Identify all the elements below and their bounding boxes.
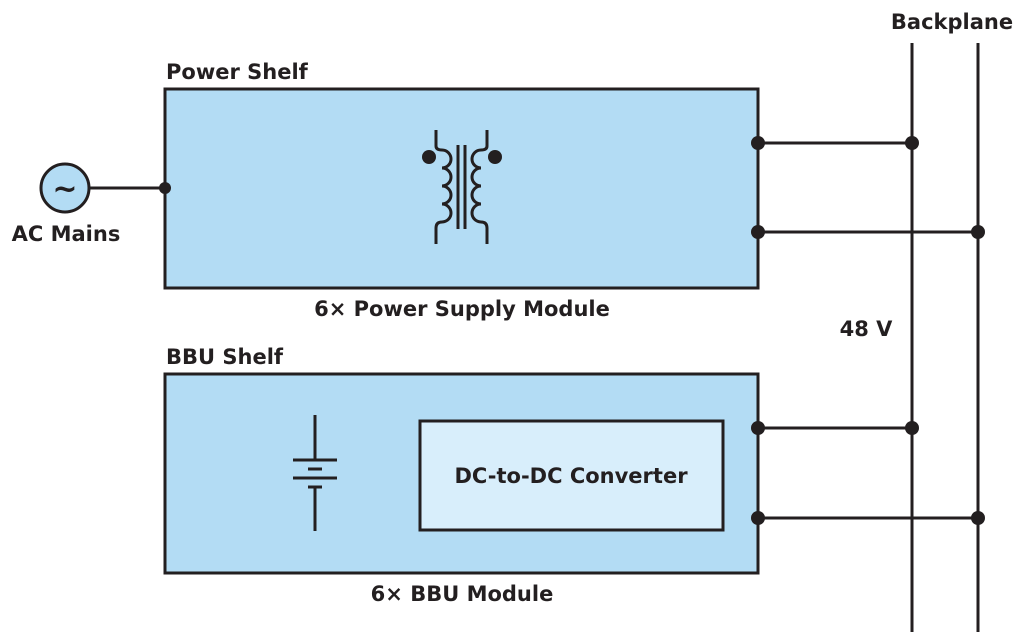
backplane-junction	[971, 225, 985, 239]
voltage-label: 48 V	[840, 317, 894, 341]
backplane-label: Backplane	[891, 10, 1013, 34]
ac-source-icon: ~	[39, 162, 91, 214]
battery-icon	[293, 415, 337, 531]
backplane-junction	[905, 421, 919, 435]
backplane-junction	[971, 511, 985, 525]
power-shelf-label: Power Shelf	[166, 60, 309, 84]
dc-converter-label: DC-to-DC Converter	[454, 464, 688, 488]
backplane-junction	[905, 136, 919, 150]
power-shelf-box	[163, 87, 760, 290]
dc-converter-box	[418, 419, 725, 532]
ac-symbol: ~	[52, 172, 77, 207]
ac-input-junction	[159, 182, 171, 194]
ac-mains-label: AC Mains	[12, 222, 121, 246]
transformer-icon	[422, 130, 502, 244]
bbu-module-label: 6× BBU Module	[371, 582, 554, 606]
bbu-shelf-label: BBU Shelf	[166, 345, 284, 369]
power-supply-module-label: 6× Power Supply Module	[314, 297, 610, 321]
